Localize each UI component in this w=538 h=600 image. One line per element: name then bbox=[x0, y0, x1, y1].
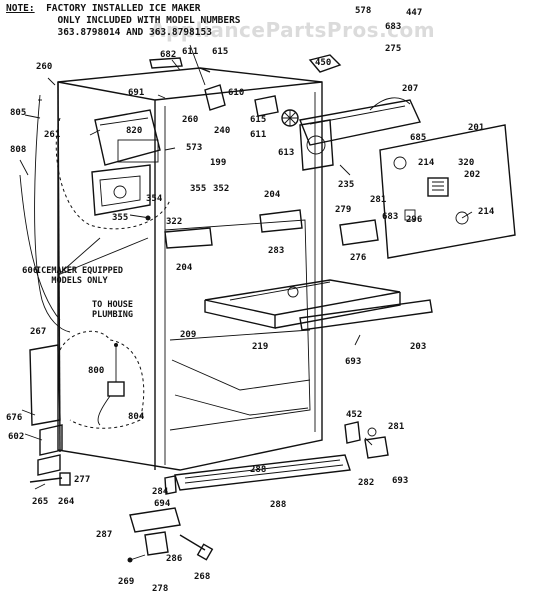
plumbing-note-line-2: PLUMBING bbox=[92, 310, 133, 320]
part-callout: 235 bbox=[338, 180, 355, 190]
mid-brackets bbox=[164, 209, 379, 249]
part-callout: 694 bbox=[154, 499, 171, 509]
part-callout: 278 bbox=[152, 584, 169, 594]
part-callout: 450 bbox=[315, 58, 332, 68]
part-callout: 615 bbox=[212, 47, 229, 57]
upper-components bbox=[149, 54, 342, 127]
note-line-1: FACTORY INSTALLED ICE MAKER bbox=[46, 3, 201, 14]
part-callout: 201 bbox=[468, 123, 485, 133]
part-callout: 693 bbox=[345, 357, 362, 367]
watermark: AppliancePartsPros.com bbox=[150, 18, 436, 42]
part-callout: 265 bbox=[32, 497, 49, 507]
part-callout: 355 bbox=[190, 184, 207, 194]
part-callout: 322 bbox=[166, 217, 183, 227]
part-callout: 279 bbox=[335, 205, 352, 215]
part-callout: 573 bbox=[186, 143, 203, 153]
part-callout: 682 bbox=[160, 50, 177, 60]
part-callout: 286 bbox=[166, 554, 183, 564]
part-callout: 203 bbox=[410, 342, 427, 352]
shelf-frame bbox=[204, 279, 433, 331]
part-callout: 685 bbox=[410, 133, 427, 143]
part-callout: 277 bbox=[74, 475, 91, 485]
part-callout: 282 bbox=[358, 478, 375, 488]
water-valve-assembly bbox=[29, 330, 145, 429]
part-callout: 214 bbox=[478, 207, 495, 217]
icemaker-region-outline bbox=[55, 117, 171, 230]
part-callout: 202 bbox=[464, 170, 481, 180]
part-callout: 691 bbox=[128, 88, 145, 98]
part-callout: 219 bbox=[252, 342, 269, 352]
part-callout: 354 bbox=[146, 194, 163, 204]
part-callout: 296 bbox=[406, 215, 423, 225]
icemaker-assembly bbox=[91, 109, 161, 221]
part-callout: 611 bbox=[250, 130, 267, 140]
part-callout: 264 bbox=[58, 497, 75, 507]
part-callout: 288 bbox=[250, 465, 267, 475]
icemaker-note: ICEMAKER EQUIPPED MODELS ONLY bbox=[36, 266, 123, 286]
part-callout: 610 bbox=[228, 88, 245, 98]
part-callout: 693 bbox=[392, 476, 409, 486]
part-callout: 288 bbox=[270, 500, 287, 510]
part-callout: 204 bbox=[176, 263, 193, 273]
part-callout: 805 bbox=[10, 108, 27, 118]
part-callout: 578 bbox=[355, 6, 372, 16]
part-callout: 283 bbox=[268, 246, 285, 256]
part-callout: 804 bbox=[128, 412, 145, 422]
part-callout: 613 bbox=[278, 148, 295, 158]
part-callout: 267 bbox=[30, 327, 47, 337]
note-label: NOTE: bbox=[6, 3, 35, 14]
part-callout: 199 bbox=[210, 158, 227, 168]
part-callout: 260 bbox=[182, 115, 199, 125]
plumbing-note-line-1: TO HOUSE bbox=[92, 300, 133, 310]
base-parts bbox=[37, 421, 389, 495]
part-callout: 260 bbox=[36, 62, 53, 72]
control-panel bbox=[379, 124, 516, 259]
part-callout: 352 bbox=[213, 184, 230, 194]
part-callout: 355 bbox=[112, 213, 129, 223]
part-callout: 800 bbox=[88, 366, 105, 376]
part-callout: 808 bbox=[10, 145, 27, 155]
part-callout: 683 bbox=[385, 22, 402, 32]
part-callout: 269 bbox=[118, 577, 135, 587]
part-callout: 281 bbox=[370, 195, 387, 205]
part-callout: 676 bbox=[6, 413, 23, 423]
part-callout: 214 bbox=[418, 158, 435, 168]
part-callout: 207 bbox=[402, 84, 419, 94]
part-callout: 275 bbox=[385, 44, 402, 54]
part-callout: 209 bbox=[180, 330, 197, 340]
part-callout: 287 bbox=[96, 530, 113, 540]
wiring bbox=[19, 94, 71, 333]
part-callout: 447 bbox=[406, 8, 423, 18]
note-block: NOTE: FACTORY INSTALLED ICE MAKER ONLY I… bbox=[6, 3, 241, 39]
part-callout: 240 bbox=[214, 126, 231, 136]
part-callout: 276 bbox=[350, 253, 367, 263]
part-callout: 615 bbox=[250, 115, 267, 125]
note-line-3: 363.8798014 AND 363.8798153 bbox=[57, 27, 212, 38]
part-callout: 683 bbox=[382, 212, 399, 222]
part-callout: 320 bbox=[458, 158, 475, 168]
part-callout: 602 bbox=[8, 432, 25, 442]
part-callout: 268 bbox=[194, 572, 211, 582]
part-callout: 261 bbox=[44, 130, 61, 140]
plumbing-note: TO HOUSE PLUMBING bbox=[92, 300, 133, 320]
part-callout: 611 bbox=[182, 47, 199, 57]
note-line-2: ONLY INCLUDED WITH MODEL NUMBERS bbox=[57, 15, 241, 26]
leader-lines bbox=[19, 44, 473, 490]
part-callout: 452 bbox=[346, 410, 363, 420]
icemaker-note-line-2: MODELS ONLY bbox=[51, 276, 108, 286]
part-callout: 204 bbox=[264, 190, 281, 200]
part-callout: 281 bbox=[388, 422, 405, 432]
icemaker-note-line-1: ICEMAKER EQUIPPED bbox=[36, 266, 123, 276]
part-callout: 284 bbox=[152, 487, 169, 497]
part-callout: 820 bbox=[126, 126, 143, 136]
hinge-leveler bbox=[29, 472, 214, 563]
evaporator-assembly bbox=[299, 97, 421, 171]
part-callout: 606 bbox=[22, 266, 39, 276]
